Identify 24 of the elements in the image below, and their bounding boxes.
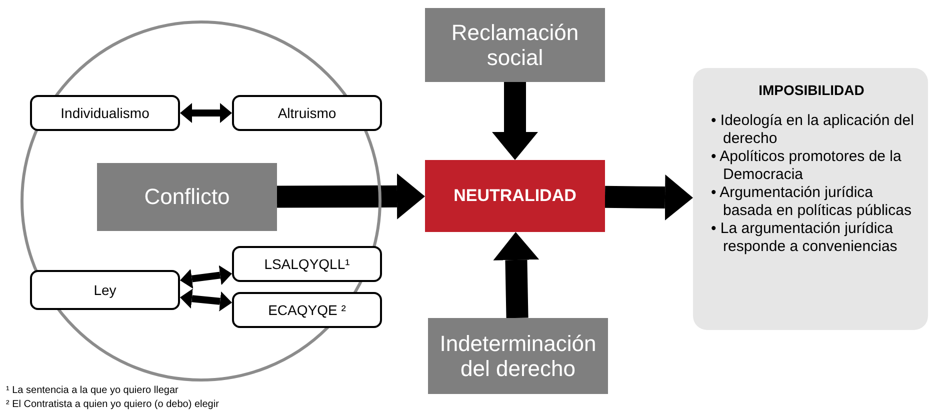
double-arrow [180, 103, 232, 123]
block-arrow [493, 232, 540, 318]
footnote: ¹ La sentencia a la que yo quiero llegar [6, 385, 178, 396]
card-heading: IMPOSIBILIDAD [758, 82, 866, 98]
term-box: Altruismo [232, 95, 382, 131]
term-box: Individualismo [30, 95, 180, 131]
concept-box: Reclamación social [425, 8, 605, 82]
central-box: NEUTRALIDAD [425, 160, 605, 232]
bullet-item: • Apolíticos promotores de la Democracia [711, 148, 902, 184]
block-arrow [604, 174, 693, 220]
term-box: ECAQYQE ² [232, 292, 382, 328]
footnote: ² El Contratista a quien yo quiero (o debo) elegir [6, 399, 219, 410]
concept-box: Conflicto [97, 163, 277, 231]
term-box: Ley [30, 270, 180, 310]
double-arrow [180, 265, 232, 289]
block-arrow [276, 173, 425, 220]
card-background [693, 68, 928, 330]
double-arrow [180, 288, 232, 312]
bullet-item: • Ideología en la aplicación del derecho [711, 112, 915, 148]
bullet-item: • La argumentación jurídica responde a conveniencias [711, 220, 898, 256]
concept-box: Indeterminación del derecho [428, 318, 608, 394]
term-box: LSALQYQLL¹ [232, 246, 382, 282]
block-arrow [492, 82, 538, 160]
bullet-item: • Argumentación jurídica basada en políticas públicas [711, 184, 912, 220]
